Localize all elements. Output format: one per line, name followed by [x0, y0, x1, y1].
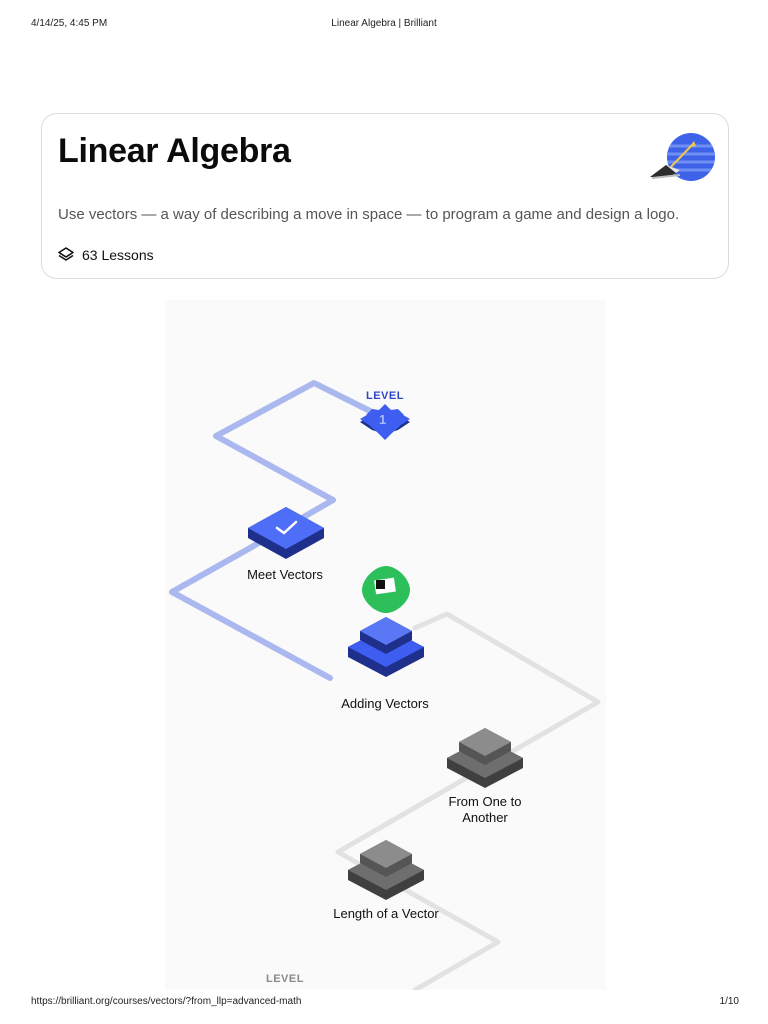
lesson-title-adding-vectors: Adding Vectors — [341, 696, 429, 711]
learning-path: LEVEL 1 Meet Vectors Adding Vectors From… — [165, 300, 606, 990]
next-level-label: LEVEL — [266, 973, 304, 985]
path-map — [169, 380, 601, 990]
lesson-node-meet-vectors[interactable] — [248, 507, 324, 559]
level-1-label: LEVEL — [366, 390, 404, 402]
course-description: Use vectors — a way of describing a move… — [58, 206, 680, 223]
lesson-title-from-one-to-another: From One to Another — [448, 794, 522, 825]
print-page-number: 1/10 — [719, 996, 739, 1007]
lesson-node-length-of-a-vector[interactable] — [348, 840, 424, 900]
lesson-title-length-of-a-vector: Length of a Vector — [333, 906, 439, 921]
level-1-badge[interactable] — [360, 404, 410, 440]
layers-icon — [58, 246, 74, 265]
level-1-number: 1 — [379, 412, 387, 427]
lesson-title-meet-vectors: Meet Vectors — [247, 567, 323, 582]
print-datetime: 4/14/25, 4:45 PM — [31, 18, 108, 29]
print-url: https://brilliant.org/courses/vectors/?f… — [31, 996, 302, 1007]
lesson-count: 63 Lessons — [58, 246, 154, 264]
checkmark-icon — [275, 520, 298, 535]
lesson-node-adding-vectors[interactable] — [348, 617, 424, 677]
course-header-card: Linear Algebra Use vectors — a way of de… — [41, 113, 729, 279]
completed-path-segment — [169, 380, 387, 681]
lesson-node-from-one-to-another[interactable] — [447, 728, 523, 788]
mascot-icon — [362, 566, 410, 613]
print-page-title: Linear Algebra | Brilliant — [331, 18, 437, 29]
lesson-count-label: 63 Lessons — [82, 247, 154, 263]
course-title: Linear Algebra — [58, 132, 291, 170]
course-illustration — [646, 132, 718, 189]
